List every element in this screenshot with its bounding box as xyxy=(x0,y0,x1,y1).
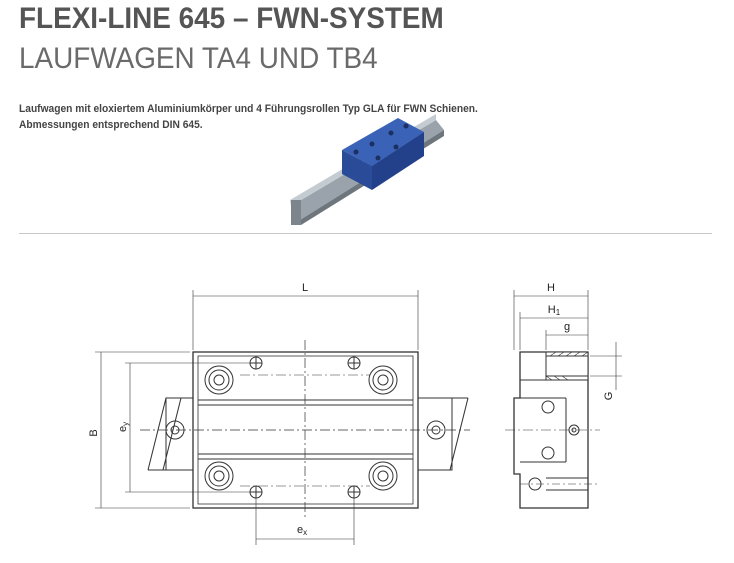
description-line-2: Abmessungen entsprechend DIN 645. xyxy=(19,119,203,131)
front-view-drawing xyxy=(95,290,470,545)
dim-label-ex: ex xyxy=(297,524,307,537)
dim-label-G: G xyxy=(603,392,615,401)
description-line-1: Laufwagen mit eloxiertem Aluminiumkörper… xyxy=(19,103,478,115)
dim-label-B: B xyxy=(88,429,100,436)
dim-label-g: g xyxy=(564,321,570,333)
section-divider xyxy=(19,233,712,234)
dim-label-H: H xyxy=(547,282,555,294)
dim-label-L: L xyxy=(302,282,308,294)
dim-label-ey: ey xyxy=(117,422,130,432)
page-title: FLEXI-LINE 645 – FWN-SYSTEM xyxy=(19,2,444,35)
product-description: Laufwagen mit eloxiertem Aluminiumkörper… xyxy=(19,101,478,133)
side-view-drawing xyxy=(505,290,622,509)
dim-label-H1: H1 xyxy=(548,304,561,317)
page-subtitle: LAUFWAGEN TA4 UND TB4 xyxy=(19,42,378,75)
product-photo xyxy=(290,114,444,225)
